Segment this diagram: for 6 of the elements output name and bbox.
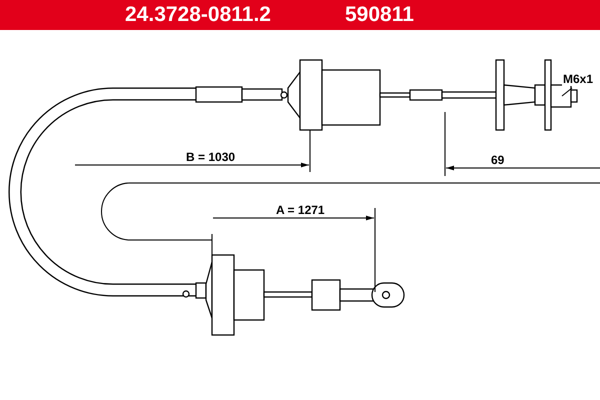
thread-label: M6x1 xyxy=(562,72,594,86)
part-number: 590811 xyxy=(345,3,414,27)
dimension-label: A = 1271 xyxy=(275,203,326,217)
part-number: 24.3728-0811.2 xyxy=(125,3,271,27)
dimension-label: B = 1030 xyxy=(185,150,236,164)
dimension-label: 69 xyxy=(490,153,506,167)
